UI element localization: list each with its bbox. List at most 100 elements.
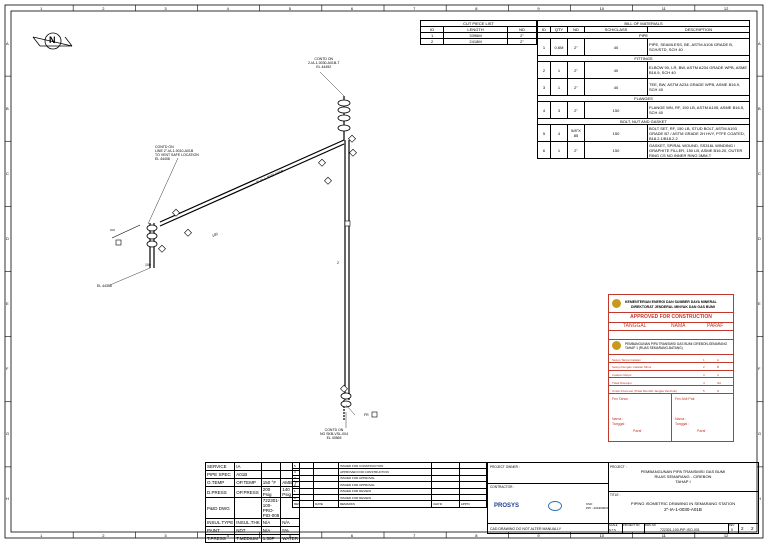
grid-row-label: F <box>6 366 9 372</box>
spec-cell: WATER <box>280 534 301 543</box>
grid-column-label: 12 <box>723 6 729 11</box>
approval-signatures: Fex Tahon Fex Ahli Pak Nama : Tanggal : … <box>609 393 733 442</box>
divider <box>671 394 672 442</box>
spec-cell <box>260 462 282 471</box>
project-line3: TAHAP I <box>675 479 691 484</box>
rev-cell: ISSUED FOR REVIEW <box>338 493 433 502</box>
rev-cell: REV 0 <box>728 523 739 533</box>
approval-item: Setuju Tanpa Catatan 1 A <box>609 354 733 363</box>
spec-cell: OP.TEMP <box>234 478 262 487</box>
approval-item-code: N <box>717 388 720 393</box>
kso-number: PPI - 201900000 <box>586 506 609 510</box>
approval-col: PARAF <box>707 323 724 329</box>
grid-column-label: 1 <box>40 6 43 11</box>
rev-cell: REV <box>291 500 315 508</box>
grid-column-label: 7 <box>413 533 416 538</box>
approval-project: PEMBANGUNAN PIPA TRANSMISI GAS BUMI CIRE… <box>609 339 733 353</box>
project-line2: RUAS SEMARANG - CIREBON <box>654 474 712 479</box>
scale-value: N.T.S <box>609 528 616 532</box>
grid-column-label: 1 <box>40 533 43 538</box>
cut-cell: 2418M <box>443 38 508 45</box>
grid-row-label: C <box>6 170 9 176</box>
emblem-icon <box>612 299 621 308</box>
conts-left-line: LINE 2"-IA-1-0010-A01B <box>155 149 194 153</box>
approval-item-number: 3 <box>703 373 705 378</box>
grid-row-label: A <box>6 40 9 46</box>
approval-stamp: KEMENTERIAN ENERGI DAN SUMBER DAYA MINER… <box>608 294 734 442</box>
scale-label: SCALE <box>609 524 618 527</box>
bom-cell: 2" <box>567 38 585 56</box>
bom-cell: 0.6M <box>550 38 568 56</box>
spec-cell: IA <box>234 462 262 471</box>
table-row: 2 2418M 2" <box>419 38 538 45</box>
rev-cell: 1 <box>291 487 315 495</box>
bom-cell: 1 <box>550 141 568 159</box>
prosys-logo: PROSYS <box>494 503 520 509</box>
cut-piece-list-table: CUT PIECE LIST ID LENGTH ND 1 3396M 2" 2… <box>419 20 538 45</box>
approval-item-number: 1 <box>703 357 705 362</box>
approval-item-code: A <box>717 357 720 362</box>
conts-left-note: CONTD ON LINE 2"-IA-1-0010-A01B TO VENT … <box>155 145 199 161</box>
conts-bottom-note: CONTD ON NG SKB-VSL-004 EL 43565 <box>320 428 348 440</box>
grid-column-label: 2 <box>102 533 105 538</box>
grid-row-label: C <box>758 170 761 176</box>
dwg-no-value: 722301-100-PIP-ISO-001 <box>660 528 700 532</box>
rev-cell: 5 <box>291 461 315 470</box>
ppi-logo-icon <box>548 501 562 511</box>
rev-cell: ISSUED FOR REVIEW <box>338 487 433 495</box>
conts-top-el: EL 44492 <box>316 65 332 69</box>
rev-cell: APPROVED FOR CONSTRUCTION <box>338 468 433 476</box>
bom-cell: 2" <box>567 78 585 96</box>
spec-cell: O.TEMP <box>204 478 236 487</box>
approval-org1: KEMENTERIAN ENERGI DAN SUMBER DAYA MINER… <box>625 300 717 304</box>
grid-column-label: 10 <box>599 533 605 538</box>
approval-item-label: Setuju Tanpa Catatan <box>612 357 641 362</box>
spec-cell: OP.PRESS <box>234 486 262 498</box>
north-label: N <box>49 35 56 45</box>
kso-label: KSO <box>586 502 593 506</box>
approval-project-text: PEMBANGUNAN PIPA TRANSMISI GAS BUMI CIRE… <box>625 342 728 350</box>
drawing-title: PIPING ISOMETRIC DRAWING IN SEMARANG STA… <box>630 501 736 506</box>
approval-item-code: NA <box>717 380 722 385</box>
rev-cell: ISSUED FOR APPROVAL <box>338 481 433 489</box>
approval-columns: TANGGAL NAMA PARAF <box>609 322 733 329</box>
project-no-label: PROJECT NO <box>623 524 640 527</box>
bom-cell: 150 <box>584 141 648 159</box>
bom-cell: 4 <box>537 101 551 119</box>
sheet-total: 2 <box>751 526 754 531</box>
spec-cell <box>234 497 262 519</box>
grid-row-label: E <box>6 301 9 307</box>
grid-column-label: 6 <box>350 533 354 538</box>
spec-cell: N/A <box>280 518 301 527</box>
bom-cell: PIPE, SEAMLESS, BE, ASTM A106 GRADE B, S… <box>647 38 750 56</box>
bom-cell: 1 <box>550 78 568 96</box>
grid-row-label: D <box>6 235 9 241</box>
project-name: PEMBANGUNAN PIPA TRANSMISI GAS BUMI RUAS… <box>608 469 758 484</box>
rev-cell: 2 <box>291 481 315 489</box>
grid-column-label: 12 <box>723 533 729 538</box>
rev-cell <box>458 474 488 483</box>
approval-item-number: 5 <box>703 388 705 393</box>
spec-cell: A01B <box>234 470 262 479</box>
approval-item-code: B <box>717 365 720 370</box>
owner-label: PROJECT OWNER : <box>490 465 520 469</box>
conts-left-el: EL 44408 <box>155 157 170 161</box>
approval-tanggal-left: Tanggal : <box>612 422 627 426</box>
grid-row-label: G <box>6 431 10 437</box>
spec-cell: 150 °F <box>260 478 282 487</box>
sheet-number: 2 <box>741 526 744 531</box>
title-block: PROJECT OWNER : CONTRACTOR : PROSYS KSO … <box>487 462 759 534</box>
cad-note: CAD DRAWING DO NOT ALTER MANUALLY <box>490 527 562 531</box>
